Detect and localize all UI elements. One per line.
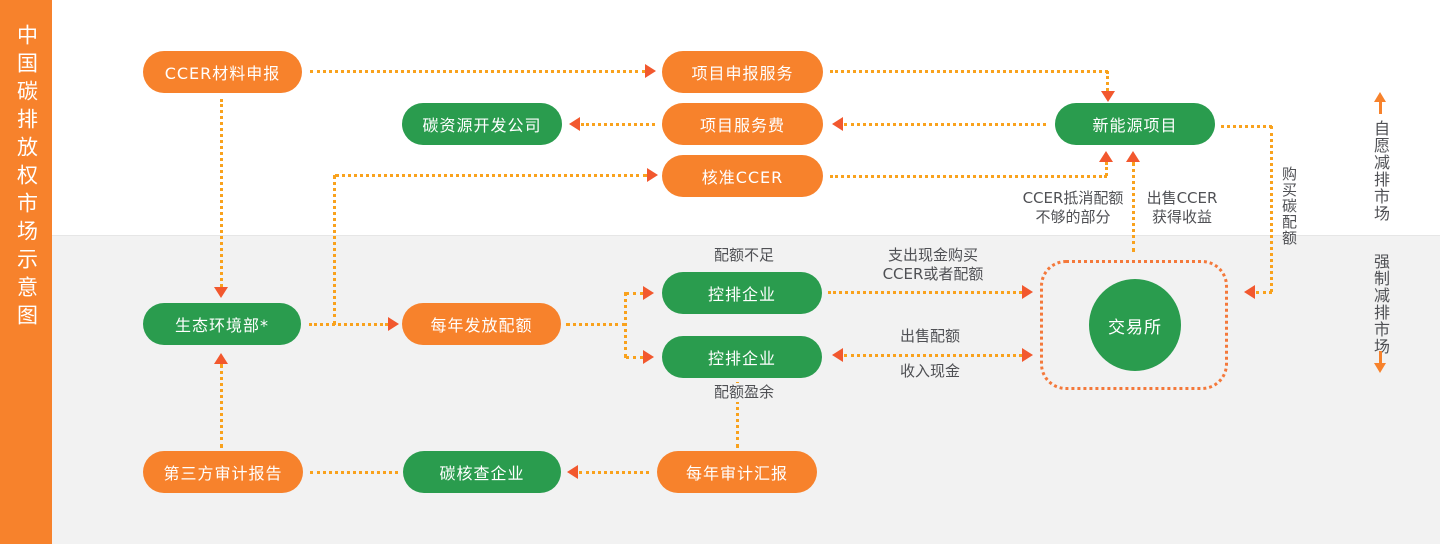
mandatory-down-arrow: [1374, 351, 1386, 373]
label-buy-carbon-quota: 购买碳配额: [1280, 166, 1298, 246]
edge-audit-to-ministry: [220, 364, 223, 448]
label-sell-quota: 出售配额: [899, 327, 960, 345]
node-project-service-fee: 项目服务费: [662, 103, 823, 145]
node-project-apply-service: 项目申报服务: [662, 51, 823, 93]
node-ministry-ecology: 生态环境部*: [143, 303, 301, 345]
arrowhead-left: [569, 117, 580, 131]
edge-apply-to-newenergy-v: [1106, 71, 1109, 91]
node-label: 碳核查企业: [439, 464, 525, 483]
label-line: 出售CCER: [1146, 189, 1218, 207]
arrowhead-left: [567, 465, 578, 479]
edge-verifier-to-report: [310, 471, 398, 474]
node-carbon-verification-company: 碳核查企业: [403, 451, 561, 493]
label-ccer-offset: CCER抵消配额 不够的部分: [1003, 189, 1143, 227]
node-label: 控排企业: [707, 285, 776, 304]
edge-quota-bracket-v: [624, 292, 627, 358]
edge-enterprise2-exchange: [844, 354, 1022, 357]
edge-quota-to-enterprise1: [626, 292, 643, 295]
edge-audit-to-verifier: [579, 471, 649, 474]
edge-approvedccer-to-newenergy-h: [830, 175, 1107, 178]
diagram-title: 中国碳排放权市场示意图: [14, 24, 39, 332]
label-sell-ccer: 出售CCER 获得收益: [1122, 189, 1242, 227]
node-label: CCER材料申报: [164, 64, 281, 83]
edge-enterprise1-to-exchange: [828, 291, 1022, 294]
arrowhead-right: [643, 286, 654, 300]
arrowhead-right: [388, 317, 399, 331]
edge-sellccer-v: [1132, 162, 1135, 252]
arrowhead-right: [643, 350, 654, 364]
arrowhead-down: [1101, 91, 1115, 102]
voluntary-up-arrow: [1374, 92, 1386, 114]
node-carbon-dev-company: 碳资源开发公司: [402, 103, 562, 145]
label-line: CCER或者配额: [882, 265, 984, 283]
arrowhead-right: [1022, 285, 1033, 299]
label-pay-cash: 支出现金购买 CCER或者配额: [853, 246, 1013, 284]
label-voluntary-market: 自愿减排市场: [1371, 120, 1390, 222]
label-quota-shortage: 配额不足: [713, 246, 774, 264]
edge-buyquota-v: [1270, 126, 1273, 292]
edge-branch-to-approvedccer: [335, 174, 647, 177]
edge-quota-to-enterprise2: [626, 356, 643, 359]
node-label: 交易所: [1108, 317, 1162, 338]
node-new-energy-project: 新能源项目: [1055, 103, 1215, 145]
edge-enterprise2-to-audit: [736, 382, 739, 448]
node-label: 每年审计汇报: [685, 464, 788, 483]
arrowhead-right: [645, 64, 656, 78]
edge-newenergy-to-fee: [844, 123, 1046, 126]
arrowhead-up: [214, 353, 228, 364]
arrowhead-down: [214, 287, 228, 298]
arrowhead-right: [647, 168, 658, 182]
node-label: 新能源项目: [1092, 116, 1178, 135]
edge-material-to-ministry: [220, 99, 223, 287]
edge-approvedccer-to-newenergy-v: [1105, 162, 1108, 176]
sidebar: 中国碳排放权市场示意图: [0, 0, 52, 544]
edge-buyquota-h2: [1256, 291, 1272, 294]
label-line: 获得收益: [1151, 208, 1212, 226]
node-controlled-enterprise-surplus: 控排企业: [662, 336, 822, 378]
arrow-head: [1374, 363, 1386, 373]
node-controlled-enterprise-short: 控排企业: [662, 272, 822, 314]
arrowhead-left: [1244, 285, 1255, 299]
edge-branch-up-v: [333, 175, 336, 325]
label-line: 不够的部分: [1035, 208, 1111, 226]
label-quota-surplus: 配额盈余: [682, 383, 806, 402]
node-label: 生态环境部*: [174, 316, 269, 335]
arrowhead-up: [1126, 151, 1140, 162]
label-line: CCER抵消配额: [1022, 189, 1124, 207]
node-approved-ccer: 核准CCER: [662, 155, 823, 197]
node-label: 项目服务费: [699, 116, 785, 135]
node-ccer-material: CCER材料申报: [143, 51, 302, 93]
edge-apply-to-newenergy-h: [830, 70, 1108, 73]
arrowhead-up: [1099, 151, 1113, 162]
edge-quota-bracket-h: [566, 323, 626, 326]
edge-buyquota-h1: [1221, 125, 1272, 128]
node-label: 项目申报服务: [691, 64, 794, 83]
node-label: 控排企业: [707, 349, 776, 368]
arrow-head: [1374, 92, 1386, 102]
node-exchange: 交易所: [1089, 279, 1181, 371]
exchange-dashed-box: [1040, 260, 1228, 390]
arrowhead-left: [832, 117, 843, 131]
node-label: 第三方审计报告: [163, 464, 283, 483]
node-annual-audit-report: 每年审计汇报: [657, 451, 817, 493]
edge-fee-to-devco: [581, 123, 655, 126]
node-label: 每年发放配额: [430, 316, 533, 335]
label-line: 支出现金购买: [887, 246, 978, 264]
edge-material-to-apply: [310, 70, 645, 73]
node-third-party-audit-report: 第三方审计报告: [143, 451, 303, 493]
label-income-cash: 收入现金: [899, 362, 960, 380]
label-mandatory-market: 强制减排市场: [1371, 253, 1390, 355]
arrowhead-left: [832, 348, 843, 362]
node-annual-quota-issue: 每年发放配额: [402, 303, 561, 345]
arrowhead-right: [1022, 348, 1033, 362]
node-label: 核准CCER: [701, 168, 784, 187]
node-label: 碳资源开发公司: [422, 116, 542, 135]
edge-ministry-to-quota: [309, 323, 388, 326]
